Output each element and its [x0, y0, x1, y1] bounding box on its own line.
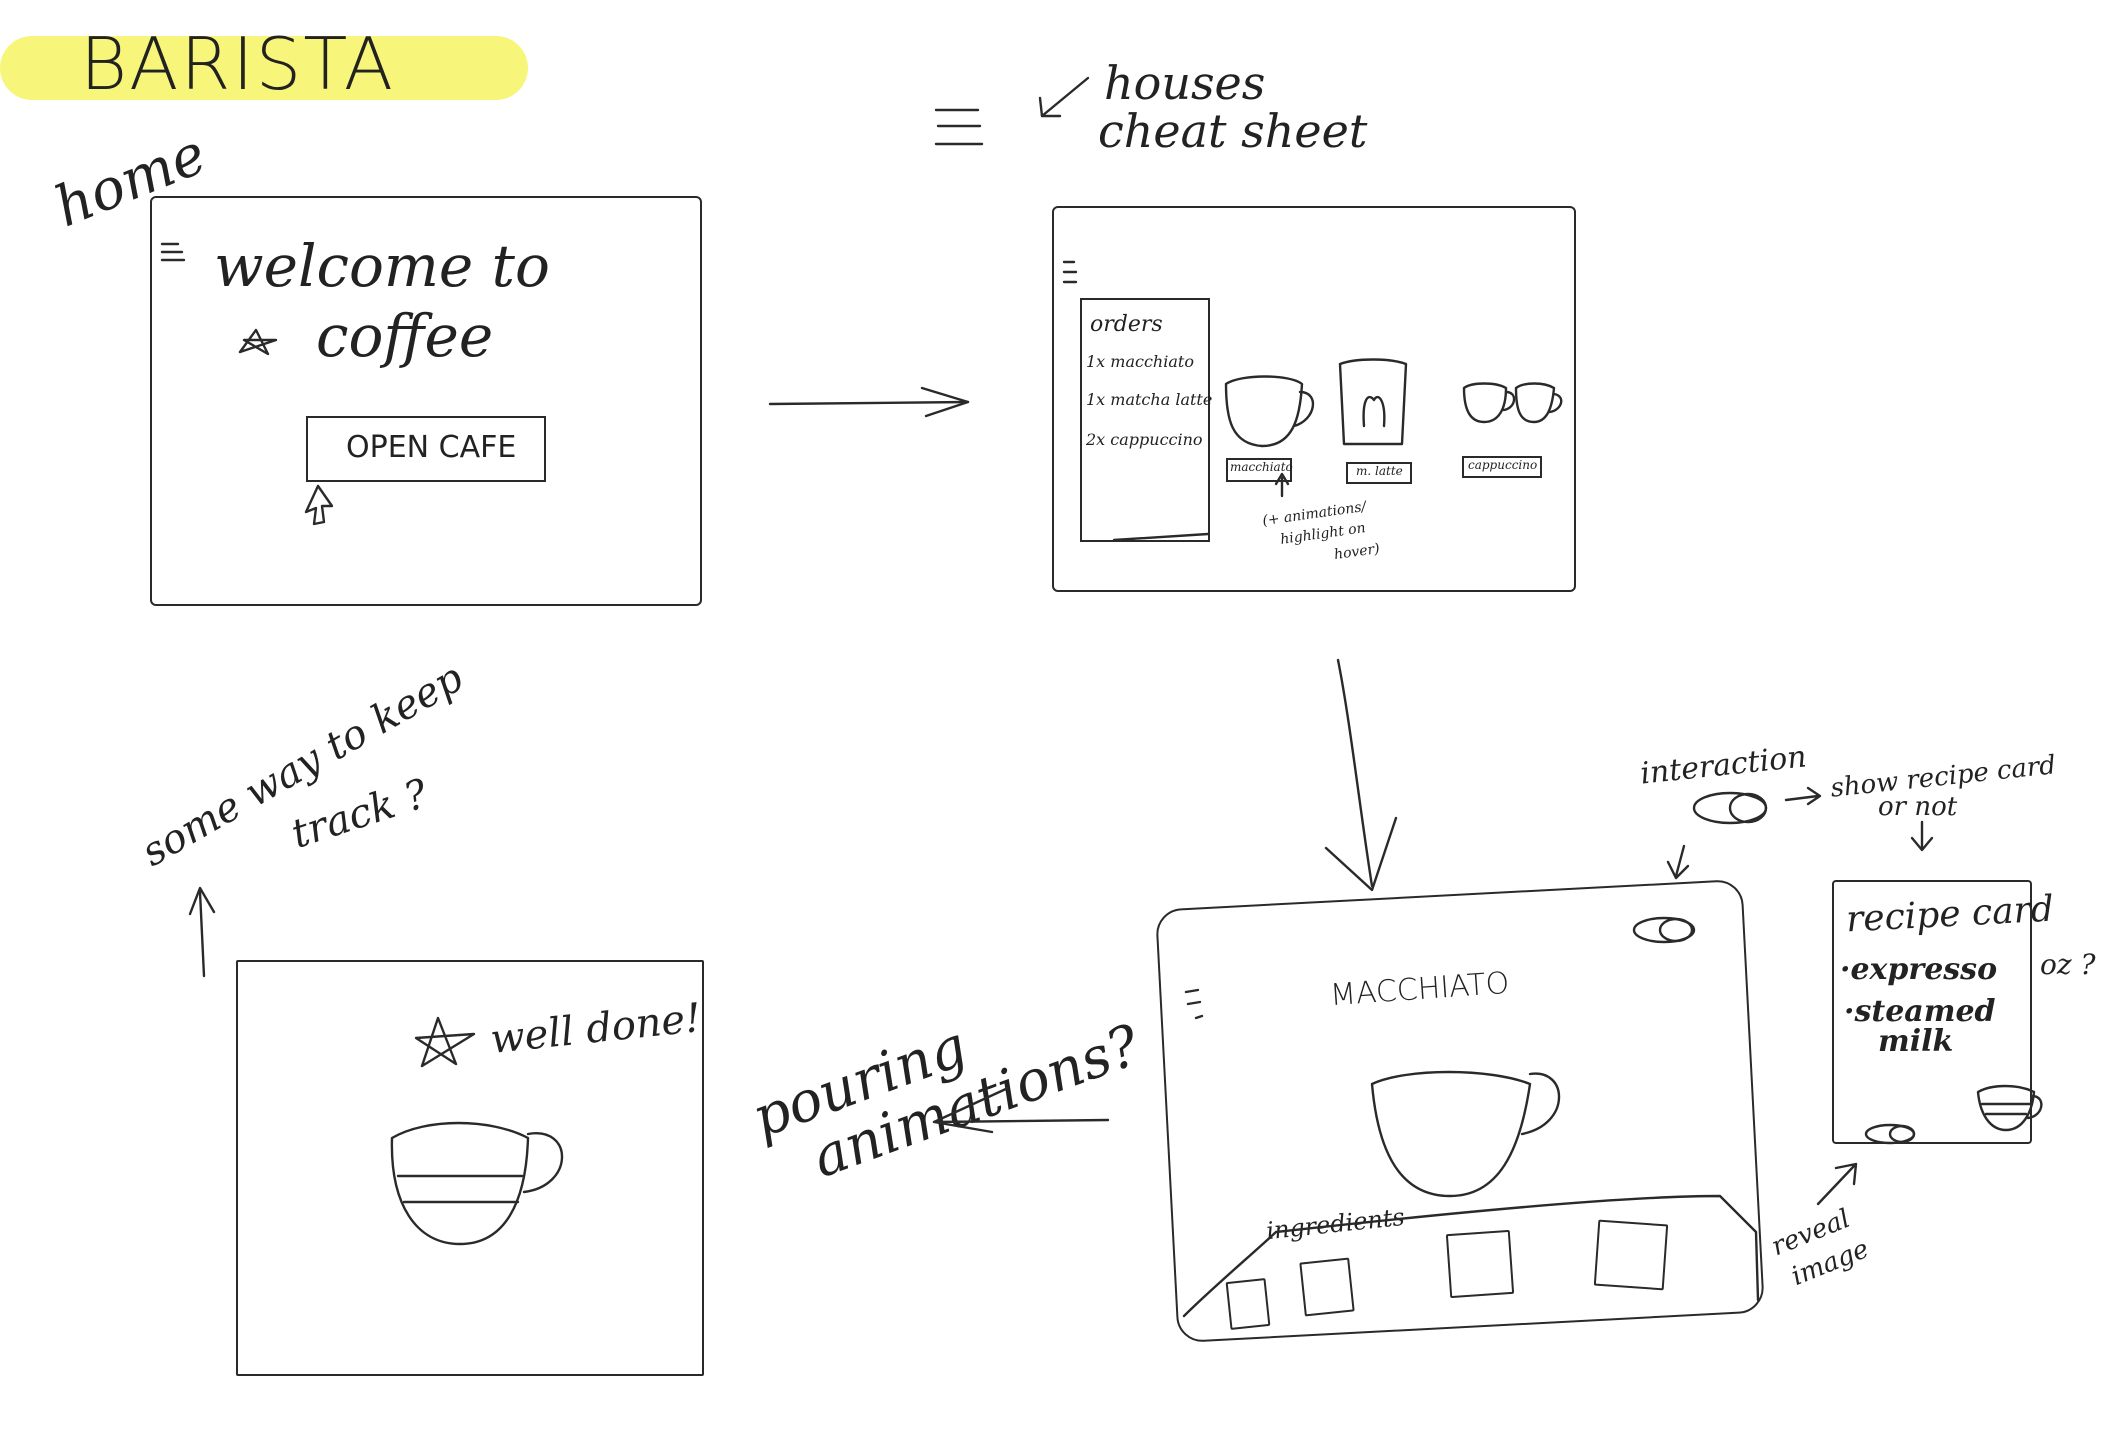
arrow-icon [1274, 472, 1290, 498]
arrow-icon [1784, 786, 1822, 806]
home-welcome-line1: welcome to [214, 232, 550, 300]
menu-icon[interactable] [1062, 260, 1078, 284]
menu-icon[interactable] [160, 242, 186, 262]
cursor-icon [304, 484, 334, 526]
drink-label-text: macchiato [1230, 460, 1293, 474]
arrow-icon [1910, 820, 1934, 852]
arrow-icon [1666, 844, 1690, 880]
arrow-icon [1816, 1162, 1858, 1206]
orders-title: orders [1090, 312, 1163, 337]
cheat-note-line2: cheat sheet [1098, 104, 1368, 158]
drink-label-text: m. latte [1356, 464, 1403, 478]
cup-icon [390, 1121, 564, 1246]
toggle-icon[interactable] [1864, 1123, 1916, 1145]
star-icon [414, 1016, 476, 1068]
menu-icon[interactable] [1184, 988, 1204, 1020]
cup-icon[interactable] [1224, 375, 1315, 448]
drink-label-cappuccino[interactable]: cappuccino [1462, 456, 1542, 478]
cup-icon[interactable] [1338, 358, 1408, 446]
arrow-icon [1324, 658, 1398, 892]
recipe-item: ·steamed [1844, 994, 1996, 1029]
drink-label-matcha-latte[interactable]: m. latte [1346, 462, 1412, 484]
star-icon [238, 328, 278, 356]
oz-note: oz ? [2040, 948, 2096, 981]
arrow-icon [188, 886, 216, 978]
open-cafe-button-label: OPEN CAFE [346, 430, 517, 465]
recipe-card [1832, 880, 2032, 1144]
cup-icon [1370, 1070, 1561, 1198]
home-screen-frame [150, 196, 702, 606]
order-item: 2x cappuccino [1086, 430, 1203, 449]
cheat-screen-frame [1052, 206, 1576, 592]
title-highlight [0, 36, 528, 100]
order-item: 1x macchiato [1086, 352, 1194, 371]
recipe-item: milk [1878, 1024, 1954, 1059]
toggle-note-line2: or not [1878, 792, 1958, 822]
arrow-icon [1038, 76, 1090, 118]
toggle-icon[interactable] [1692, 791, 1768, 825]
drink-label-text: cappuccino [1468, 458, 1538, 472]
cup-icon[interactable] [1462, 382, 1563, 424]
orders-panel: orders 1x macchiato 1x matcha latte 2x c… [1080, 298, 1213, 542]
cheat-note-line1: houses [1104, 56, 1266, 110]
toggle-icon[interactable] [1632, 916, 1696, 944]
menu-icon [934, 108, 984, 146]
open-cafe-button[interactable]: OPEN CAFE [306, 416, 546, 482]
done-screen-frame [236, 960, 704, 1376]
cup-icon [1976, 1084, 2043, 1132]
recipe-item: ·expresso [1840, 952, 1998, 987]
home-welcome-line2: coffee [316, 302, 494, 370]
page-title: BARISTA [80, 22, 396, 106]
arrow-icon [768, 386, 970, 418]
order-item: 1x matcha latte [1086, 390, 1213, 409]
drink-label-macchiato[interactable]: macchiato [1226, 458, 1293, 482]
arrow-icon [932, 1086, 1110, 1134]
